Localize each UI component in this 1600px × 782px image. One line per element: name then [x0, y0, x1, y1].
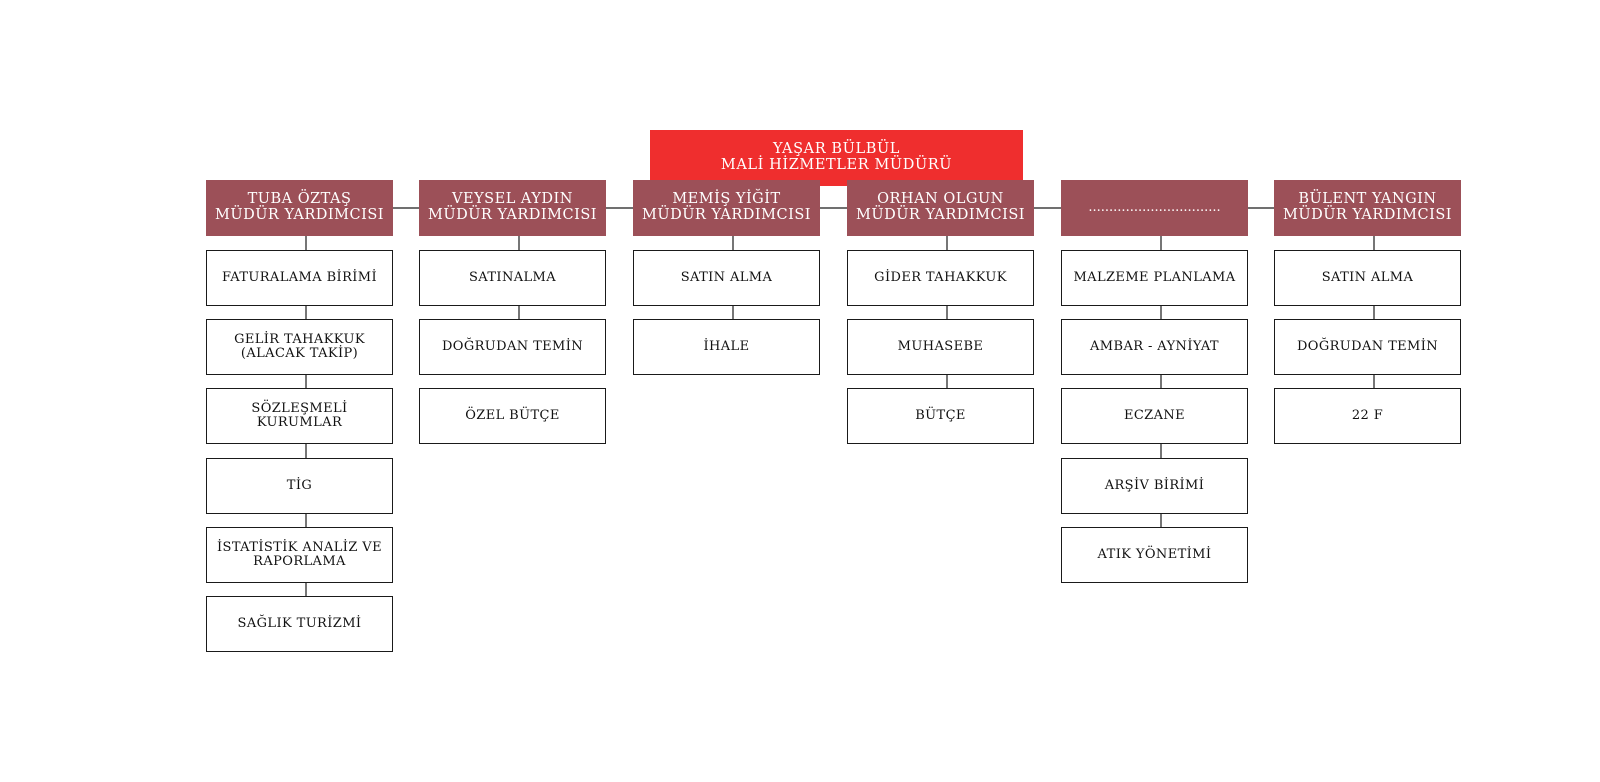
manager-title: MÜDÜR YARDIMCISI — [215, 207, 384, 223]
manager-name: ................................ — [1088, 199, 1221, 215]
unit-box: İSTATİSTİK ANALİZ VE RAPORLAMA — [206, 527, 393, 583]
unit-label: TİG — [286, 477, 313, 493]
unit-box: İHALE — [633, 319, 820, 375]
manager-box: VEYSEL AYDIN MÜDÜR YARDIMCISI — [419, 180, 606, 236]
unit-label: GİDER TAHAKKUK — [874, 269, 1007, 285]
director-name: YAŞAR BÜLBÜL — [772, 141, 901, 158]
manager-box-vacant: ................................ — [1061, 180, 1248, 236]
unit-box: 22 F — [1274, 388, 1461, 444]
unit-box: ATIK YÖNETİMİ — [1061, 527, 1248, 583]
unit-label: AMBAR - AYNİYAT — [1090, 338, 1219, 354]
unit-label: SATIN ALMA — [1321, 269, 1414, 285]
director-box: YAŞAR BÜLBÜL MALİ HİZMETLER MÜDÜRÜ — [650, 130, 1023, 186]
director-title: MALİ HİZMETLER MÜDÜRÜ — [720, 157, 953, 173]
unit-box: MUHASEBE — [847, 319, 1034, 375]
unit-box: DOĞRUDAN TEMİN — [1274, 319, 1461, 375]
unit-label: SATINALMA — [468, 269, 557, 285]
unit-label: ARŞİV BİRİMİ — [1104, 477, 1205, 493]
unit-box: ÖZEL BÜTÇE — [419, 388, 606, 444]
unit-box: GİDER TAHAKKUK — [847, 250, 1034, 306]
manager-box: ORHAN OLGUN MÜDÜR YARDIMCISI — [847, 180, 1034, 236]
unit-label: İSTATİSTİK ANALİZ VE — [216, 539, 382, 555]
manager-box: MEMİŞ YİĞİT MÜDÜR YARDIMCISI — [633, 180, 820, 236]
unit-label: DOĞRUDAN TEMİN — [1296, 338, 1439, 354]
unit-box: BÜTÇE — [847, 388, 1034, 444]
manager-title: MÜDÜR YARDIMCISI — [428, 207, 597, 223]
unit-box: AMBAR - AYNİYAT — [1061, 319, 1248, 375]
unit-box: SÖZLEŞMELİ KURUMLAR — [206, 388, 393, 444]
unit-box: GELİR TAHAKKUK (ALACAK TAKİP) — [206, 319, 393, 375]
unit-label: SATIN ALMA — [680, 269, 773, 285]
manager-name: MEMİŞ YİĞİT — [672, 191, 781, 208]
unit-label: ATIK YÖNETİMİ — [1097, 546, 1212, 562]
unit-box: SATIN ALMA — [1274, 250, 1461, 306]
unit-label: DOĞRUDAN TEMİN — [441, 338, 584, 354]
manager-box: BÜLENT YANGIN MÜDÜR YARDIMCISI — [1274, 180, 1461, 236]
unit-label: MUHASEBE — [897, 338, 984, 354]
unit-box: FATURALAMA BİRİMİ — [206, 250, 393, 306]
unit-label: ÖZEL BÜTÇE — [465, 407, 560, 423]
unit-label: FATURALAMA BİRİMİ — [221, 269, 378, 285]
unit-label: SÖZLEŞMELİ KURUMLAR — [251, 400, 348, 430]
manager-title: MÜDÜR YARDIMCISI — [1283, 207, 1452, 223]
unit-label: SAĞLIK TURİZMİ — [237, 615, 362, 631]
manager-box: TUBA ÖZTAŞ MÜDÜR YARDIMCISI — [206, 180, 393, 236]
unit-box: SATIN ALMA — [633, 250, 820, 306]
unit-label: GELİR TAHAKKUK — [234, 331, 365, 347]
unit-label-line2: (ALACAK TAKİP) — [240, 346, 359, 361]
manager-name: BÜLENT YANGIN — [1298, 191, 1437, 208]
unit-label: 22 F — [1351, 407, 1384, 423]
unit-box: ECZANE — [1061, 388, 1248, 444]
unit-box: ARŞİV BİRİMİ — [1061, 458, 1248, 514]
manager-name: TUBA ÖZTAŞ — [247, 191, 352, 208]
manager-name: VEYSEL AYDIN — [452, 191, 573, 208]
manager-name: ORHAN OLGUN — [877, 191, 1004, 208]
unit-box: DOĞRUDAN TEMİN — [419, 319, 606, 375]
unit-label: İHALE — [703, 338, 750, 354]
unit-label-line2: RAPORLAMA — [253, 554, 346, 569]
unit-label: MALZEME PLANLAMA — [1073, 269, 1236, 285]
manager-title: MÜDÜR YARDIMCISI — [856, 207, 1025, 223]
unit-label: BÜTÇE — [915, 407, 966, 423]
unit-box: SATINALMA — [419, 250, 606, 306]
manager-title: MÜDÜR YARDIMCISI — [642, 207, 811, 223]
unit-box: MALZEME PLANLAMA — [1061, 250, 1248, 306]
unit-box: TİG — [206, 458, 393, 514]
unit-box: SAĞLIK TURİZMİ — [206, 596, 393, 652]
unit-label: ECZANE — [1123, 407, 1186, 423]
